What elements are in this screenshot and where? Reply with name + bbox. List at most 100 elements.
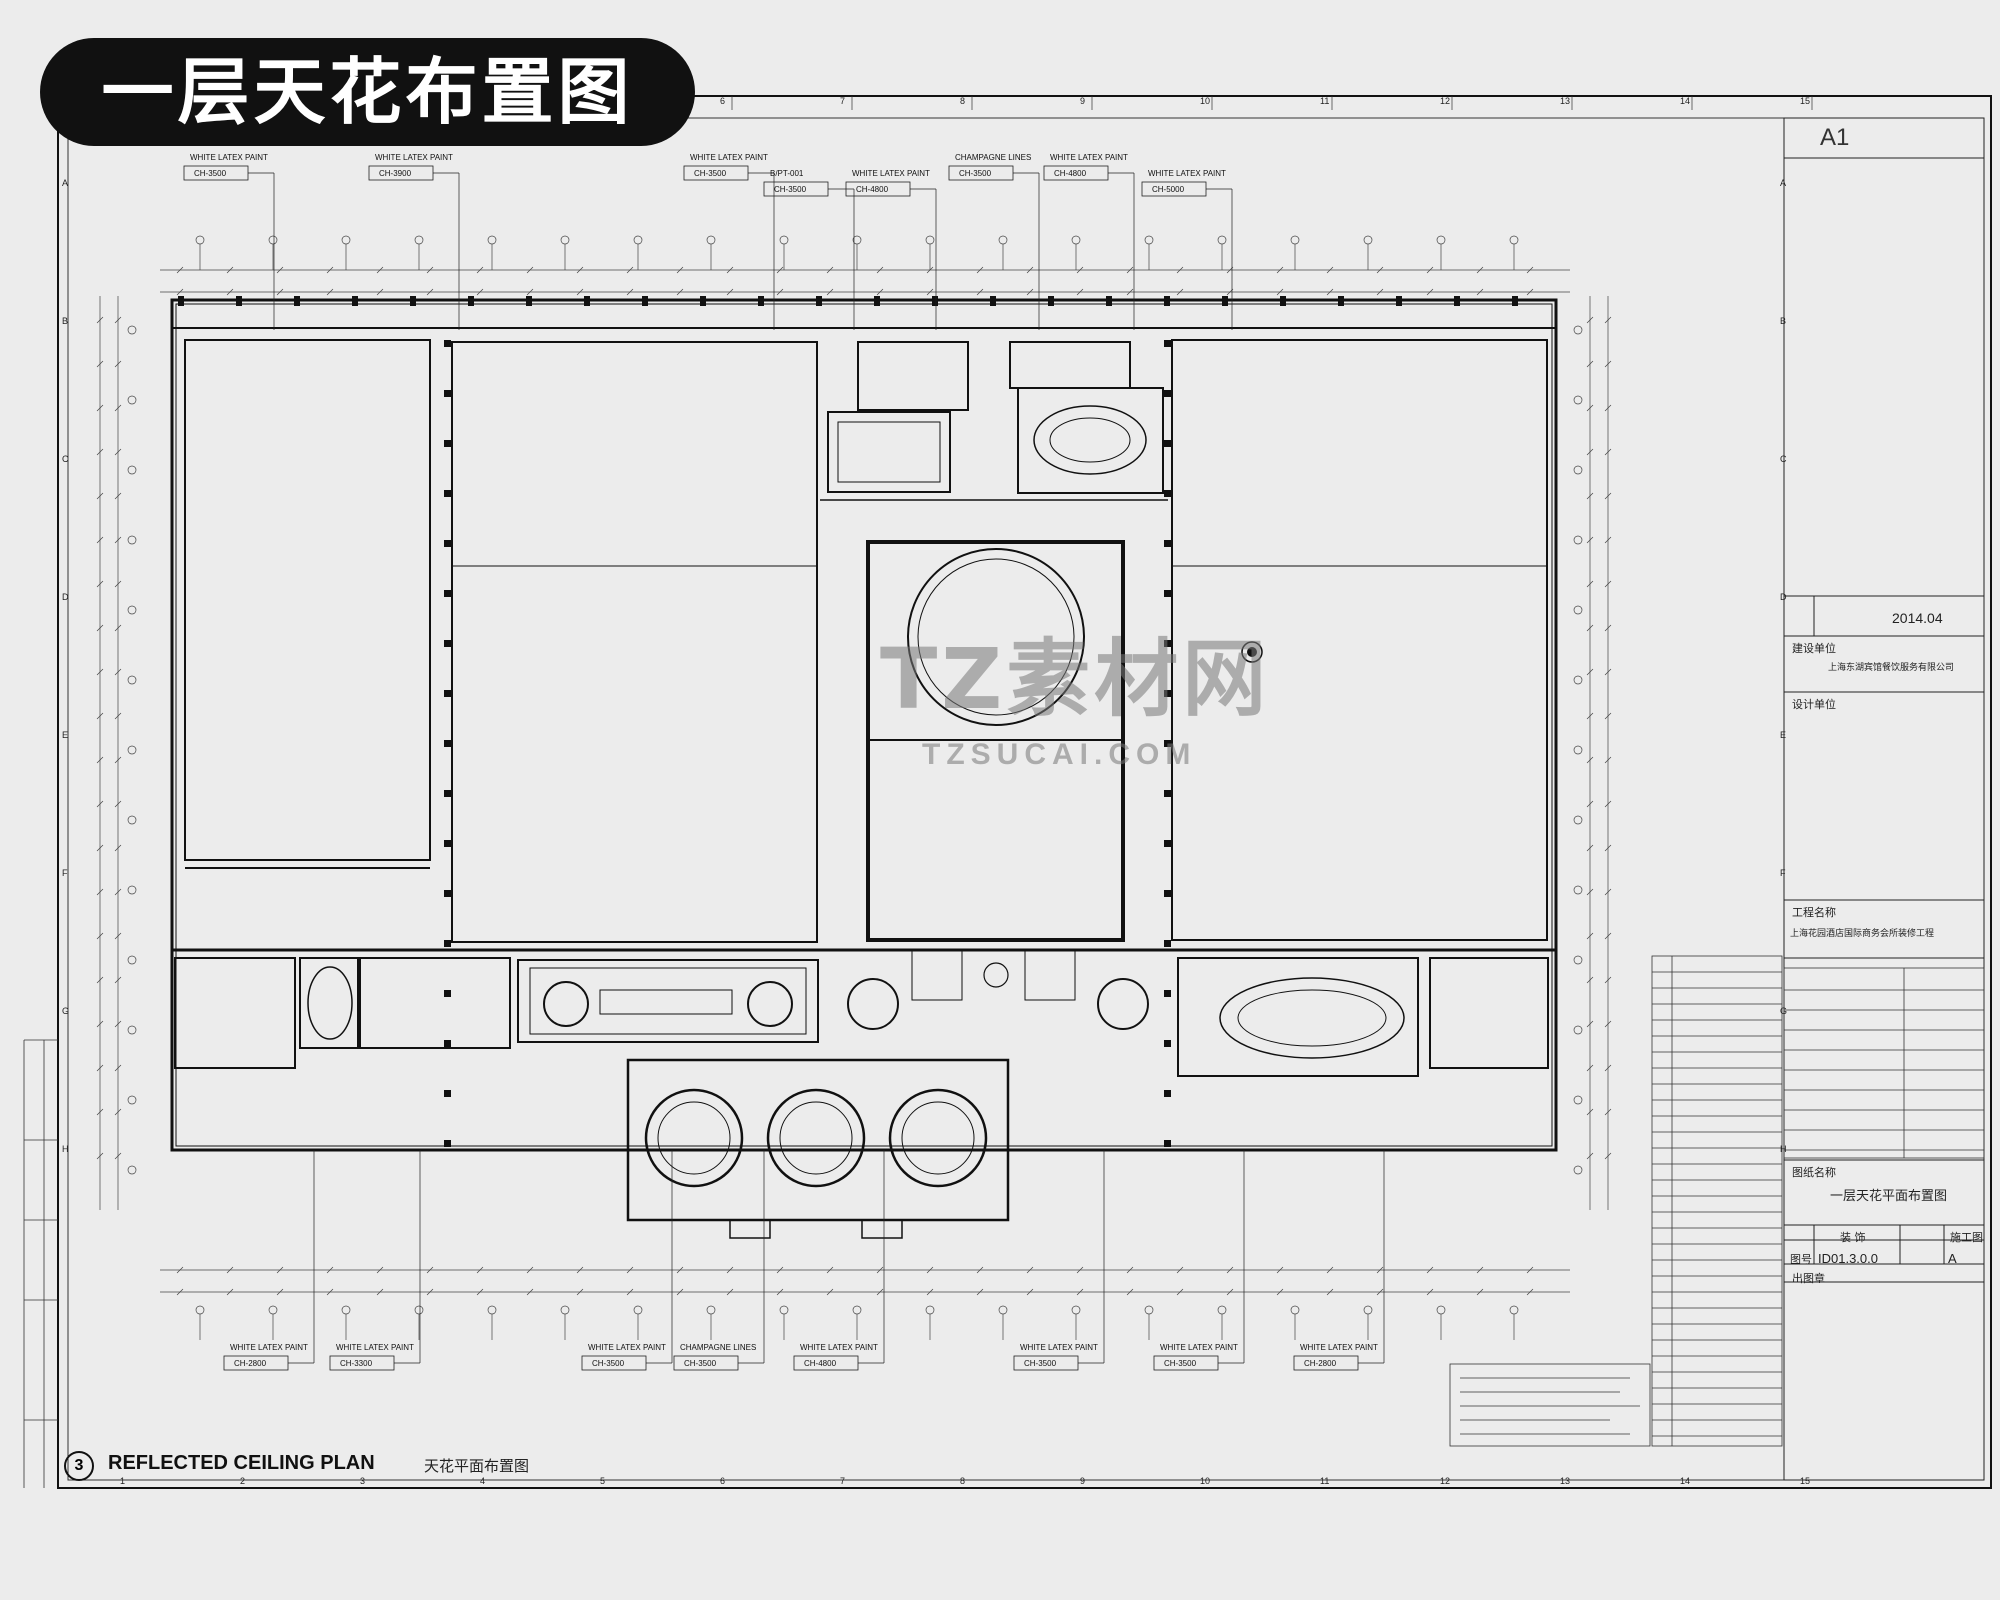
dimension-tick [526,288,534,296]
dimension-tick [1126,288,1134,296]
grid-bubble [1217,235,1227,245]
ceiling-height: CH-4800 [804,1359,837,1368]
dimension-tick [1176,1288,1184,1296]
dimension-tick [1376,1288,1384,1296]
dimension-tick [626,266,634,274]
grid-axes: 1122334455667788991010111112121313141415… [62,96,1813,1486]
dimension-tick [1586,1020,1594,1028]
grid-bubble [414,1305,424,1315]
columns [178,296,1518,1147]
dimension-tick [1586,800,1594,808]
dimension-tick [1026,288,1034,296]
column [444,540,451,547]
dimension-tick [1176,266,1184,274]
dimension-tick [776,1288,784,1296]
dimension-tick [476,1266,484,1274]
grid-col-label: 9 [1080,96,1085,106]
dimension-tick [726,266,734,274]
dimension-tick [1604,536,1612,544]
material-name: WHITE LATEX PAINT [1300,1343,1378,1352]
dimension-tick [226,266,234,274]
plan-subtitle: 天花平面布置图 [424,1457,530,1475]
grid-row-label: G [62,1006,69,1016]
ceiling-height: CH-5000 [1152,185,1185,194]
dimension-tick [476,266,484,274]
dimension-tick [1586,536,1594,544]
dimension-tick [114,1020,122,1028]
dimension-tick [976,1266,984,1274]
grid-col-label: 6 [720,96,725,106]
column [932,296,938,306]
grid-row-label: D [62,592,69,602]
grid-bubble [706,1305,716,1315]
approval-table [1783,967,1985,1159]
grid-bubble [268,1305,278,1315]
dimension-tick [826,1266,834,1274]
dimension-tick [96,580,104,588]
column [758,296,764,306]
column [1164,1040,1171,1047]
column [444,690,451,697]
material-name: WHITE LATEX PAINT [588,1343,666,1352]
sheet-heading-badge: 一层天花布置图 [40,38,695,146]
ceiling-height: CH-3500 [694,169,727,178]
grid-row-label: F [1780,868,1786,878]
dimension-tick [576,1288,584,1296]
grid-row-label: E [1780,730,1786,740]
discipline: 装 饰 [1840,1231,1866,1244]
dimension-tick [1026,266,1034,274]
dimension-tick [176,288,184,296]
grid-col-label: 14 [1680,96,1690,106]
grid-bubble [195,1305,205,1315]
dimension-tick [1476,1288,1484,1296]
dimension-tick [476,1288,484,1296]
dimension-tick [876,1288,884,1296]
grid-col-label: 2 [240,1476,245,1486]
dimension-tick [1604,580,1612,588]
column [444,940,451,947]
dimension-tick [1476,1266,1484,1274]
drawing-code-label: 图号 [1790,1253,1812,1266]
paper-size: A1 [1820,124,1850,151]
grid-bubble [560,235,570,245]
stage: 施工图 [1950,1231,1983,1244]
column [584,296,590,306]
grid-bubble [341,1305,351,1315]
grid-bubble [1573,955,1583,965]
column [444,990,451,997]
dimension-tick [114,844,122,852]
dimension-tick [114,404,122,412]
dimension-tick [1604,360,1612,368]
dimension-tick [276,1266,284,1274]
column [1338,296,1344,306]
column [444,1040,451,1047]
dimension-tick [1586,448,1594,456]
grid-row-label: E [62,730,68,740]
dimension-tick [1426,1288,1434,1296]
dimension-tick [1326,1288,1334,1296]
grid-row-label: F [62,868,68,878]
dimension-tick [114,448,122,456]
title-block [1783,117,1985,1481]
column [1164,990,1171,997]
grid-col-label: 9 [1080,1476,1085,1486]
dimension-tick [1226,1288,1234,1296]
grid-row-label: H [62,1144,69,1154]
grid-bubble [1071,235,1081,245]
dimension-tick [676,1288,684,1296]
column [1512,296,1518,306]
dimension-chains [96,235,1612,1340]
ceiling-height: CH-3500 [1164,1359,1197,1368]
grid-col-label: 15 [1800,1476,1810,1486]
grid-col-label: 5 [600,1476,605,1486]
column [1164,640,1171,647]
dimension-tick [96,360,104,368]
upper-feature-ceilings [827,341,1164,494]
dimension-tick [626,1266,634,1274]
grid-bubble [127,535,137,545]
grid-col-label: 4 [480,1476,485,1486]
grid-bubble [127,1025,137,1035]
